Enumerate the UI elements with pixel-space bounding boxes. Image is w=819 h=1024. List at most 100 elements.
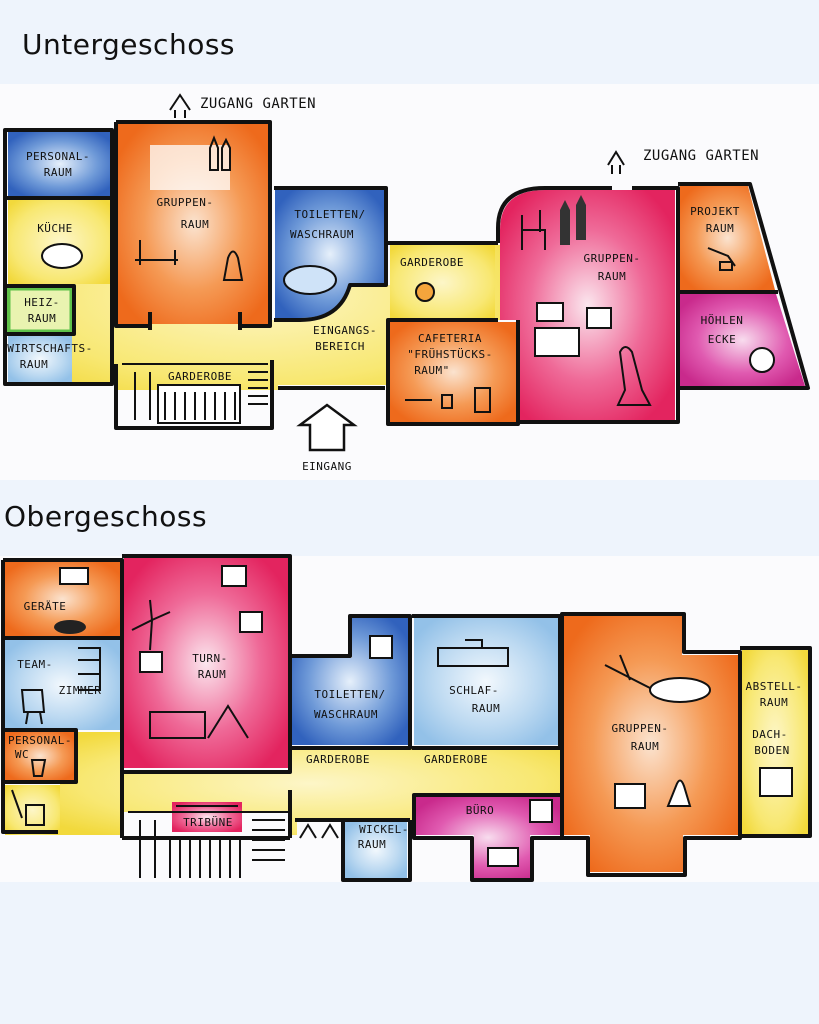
label-cafeteria-3: RAUM" — [414, 364, 450, 377]
pencils-icon — [560, 195, 586, 245]
label-abstellraum-1: ABSTELL- — [746, 680, 803, 693]
label-access-garden-1: ZUGANG GARTEN — [200, 96, 316, 112]
arrow-garden-2-icon — [607, 150, 625, 174]
label-cafeteria-1: CAFETERIA — [418, 332, 482, 345]
cube-icon-3 — [139, 651, 163, 673]
block-small-icon — [586, 307, 612, 329]
cleaning-icon — [11, 789, 45, 826]
breakfast-icons — [405, 387, 491, 413]
balls-icon — [54, 620, 86, 634]
room-personalraum — [8, 132, 112, 196]
room-heizraum — [5, 285, 75, 335]
arrow-entrance-icon — [296, 403, 358, 452]
room-schlafraum — [414, 618, 558, 745]
label-gruppenraum-1a: GRUPPEN- — [157, 196, 214, 209]
sink-icon — [369, 635, 393, 659]
room-abstellraum — [742, 650, 808, 834]
label-gruppenraum-upper-2: RAUM — [631, 740, 660, 753]
chair-icon — [521, 210, 546, 250]
stairs-upper — [128, 811, 288, 878]
label-cafeteria-2: "FRÜHSTÜCKS- — [407, 348, 492, 361]
label-toiletten-upper-2: WASCHRAUM — [314, 708, 378, 721]
label-team-2: ZIMMER — [59, 684, 102, 697]
label-turnraum-1: TURN- — [192, 652, 228, 665]
label-patch — [150, 145, 230, 190]
lower-labels: ZUGANG GARTEN ZUGANG GARTEN EINGANG PERS… — [7, 96, 759, 473]
cabinet-icon — [529, 799, 553, 823]
label-garderobe-lower-2: GARDEROBE — [400, 256, 464, 269]
wash-basin-icon — [283, 265, 337, 295]
label-gruppenraum-upper-1: GRUPPEN- — [612, 722, 669, 735]
bed-icon — [437, 639, 509, 667]
upper-floor — [1, 554, 812, 882]
room-kueche — [8, 200, 112, 284]
box-icon — [59, 567, 89, 585]
label-wickelraum-1: WICKEL- — [359, 823, 409, 836]
label-garderobe-lower-1: GARDEROBE — [168, 370, 232, 383]
label-schlafraum-1: SCHLAF- — [449, 684, 499, 697]
blocks-icon — [534, 327, 580, 357]
room-buero — [416, 797, 560, 878]
label-eingangsbereich-2: BEREICH — [315, 340, 365, 353]
armchair-icon — [20, 689, 46, 725]
label-heizraum-2: RAUM — [28, 312, 57, 325]
label-buero: BÜRO — [466, 804, 495, 817]
toilet-icon — [30, 759, 47, 777]
label-toiletten-lower-1: TOILETTEN/ — [294, 208, 365, 221]
desk-icon — [487, 847, 519, 867]
teddy-icon — [749, 347, 775, 373]
stairs-lower — [157, 384, 241, 424]
label-wickelraum-2: RAUM — [358, 838, 387, 851]
label-heizraum-1: HEIZ- — [24, 296, 60, 309]
label-gruppenraum-2b: RAUM — [598, 270, 627, 283]
label-wirtschaftsraum-2: RAUM — [20, 358, 49, 371]
basket-icon — [614, 783, 646, 809]
room-cafeteria — [390, 322, 517, 422]
label-team-1: TEAM- — [17, 658, 53, 671]
label-toiletten-lower-2: WASCHRAUM — [290, 228, 354, 241]
changing-table-icon — [299, 823, 339, 839]
heading-untergeschoss: Untergeschoss — [22, 28, 235, 61]
block-icon — [536, 302, 564, 322]
pot-icon — [41, 243, 83, 269]
cube-icon-2 — [239, 611, 263, 633]
room-personal-wc — [5, 732, 75, 780]
table-icon — [135, 240, 178, 265]
label-dachboden-2: BODEN — [754, 744, 790, 757]
lower-floor — [3, 93, 810, 452]
figure-icon — [222, 250, 244, 281]
tool-icon — [707, 247, 736, 271]
cube-icon-1 — [221, 565, 247, 587]
label-kueche: KÜCHE — [37, 222, 73, 235]
crayons-icon — [209, 135, 231, 171]
label-garderobe-upper-2: GARDEROBE — [424, 753, 488, 766]
room-projektraum — [680, 186, 775, 290]
label-garderobe-upper-1: GARDEROBE — [306, 753, 370, 766]
label-toiletten-upper-1: TOILETTEN/ — [314, 688, 385, 701]
label-projektraum-1: PROJEKT — [690, 205, 740, 218]
label-hoehlenecke-1: HÖHLEN — [701, 314, 744, 327]
gym-equipment-icon — [149, 704, 249, 739]
doll-icon — [616, 346, 652, 406]
room-wickelraum — [345, 822, 407, 878]
gnome-icon — [415, 282, 435, 302]
upper-labels: GERÄTE TEAM- ZIMMER PERSONAL- WC TURN- R… — [8, 600, 803, 851]
label-tribuene: TRIBÜNE — [183, 816, 233, 829]
child-icon — [131, 599, 171, 651]
label-personalraum-2: RAUM — [44, 166, 73, 179]
label-personalwc-2: WC — [15, 748, 29, 761]
toy-car-icon — [649, 677, 711, 703]
label-personalraum-1: PERSONAL- — [26, 150, 90, 163]
room-garderobe-lower-2 — [390, 245, 495, 320]
shelf-icon — [78, 647, 101, 691]
label-gruppenraum-1b: RAUM — [181, 218, 210, 231]
room-gruppenraum-2 — [500, 190, 675, 420]
label-projektraum-2: RAUM — [706, 222, 735, 235]
label-dachboden-1: DACH- — [752, 728, 788, 741]
storage-box-icon — [759, 767, 793, 797]
label-access-garden-2: ZUGANG GARTEN — [643, 148, 759, 164]
label-turnraum-2: RAUM — [198, 668, 227, 681]
pawn-icon — [666, 779, 692, 807]
label-abstellraum-2: RAUM — [760, 696, 789, 709]
